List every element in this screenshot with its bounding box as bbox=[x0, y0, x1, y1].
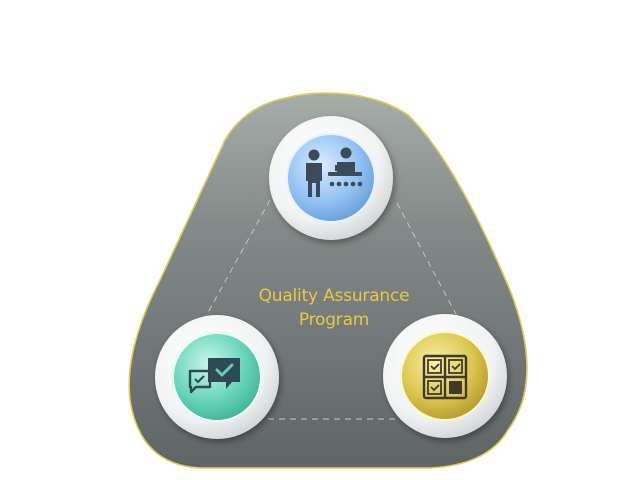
diagram-title: Quality Assurance Program bbox=[214, 284, 454, 332]
chat-bubbles-check-icon bbox=[188, 358, 240, 394]
node-top bbox=[269, 116, 393, 240]
checklist-board-icon bbox=[422, 354, 468, 400]
connector-top-left bbox=[204, 199, 271, 319]
node-left bbox=[155, 315, 279, 439]
title-line-1: Quality Assurance bbox=[258, 286, 410, 306]
assembly-line-workers-icon bbox=[306, 147, 363, 197]
title-line-2: Program bbox=[298, 310, 370, 330]
node-right bbox=[383, 314, 507, 438]
